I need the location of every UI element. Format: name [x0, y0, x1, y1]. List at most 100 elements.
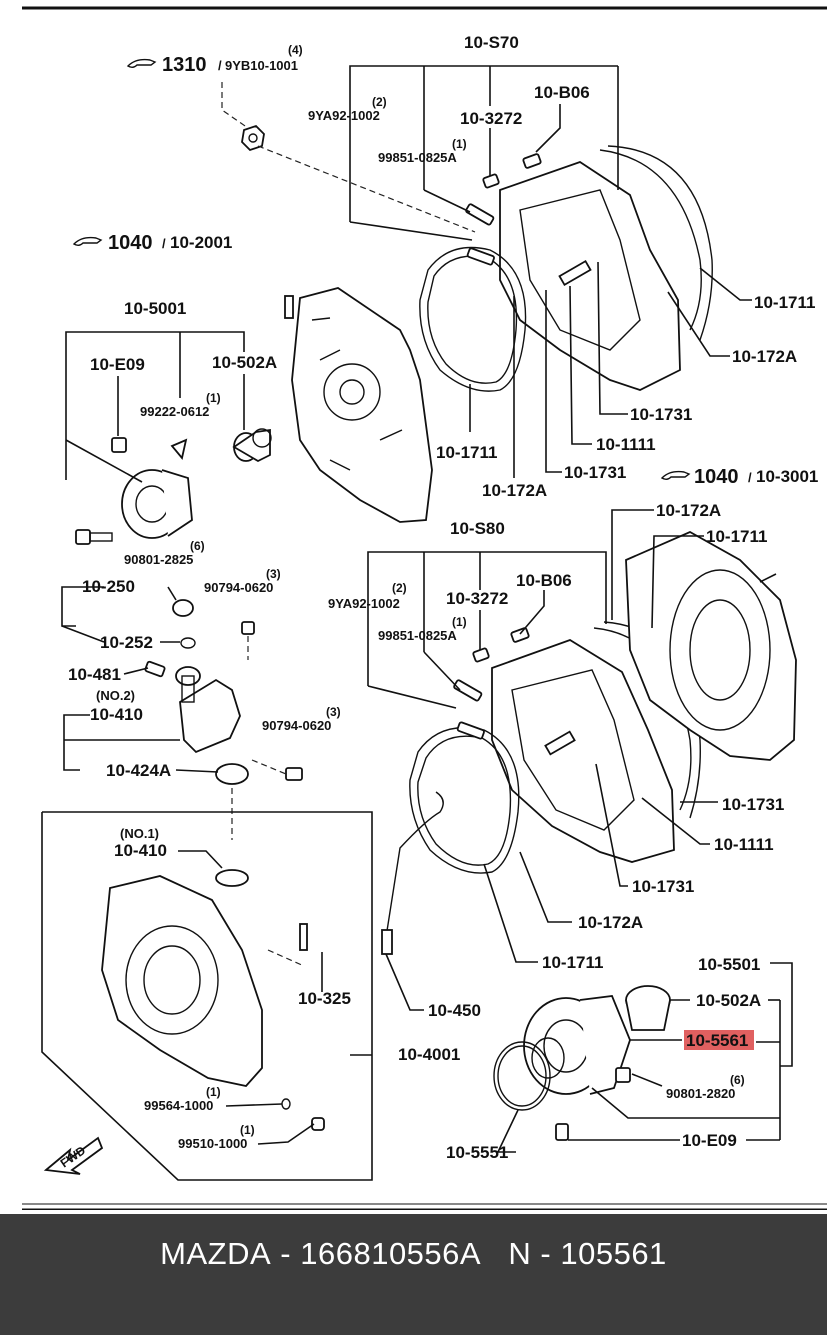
label-10-172a[interactable]: 10-172A — [656, 501, 721, 520]
label-99564-1000[interactable]: 99564-1000 — [144, 1098, 213, 1113]
svg-text:/: / — [218, 58, 222, 73]
label-10-1711[interactable]: 10-1711 — [436, 443, 497, 462]
label-10-5001[interactable]: 10-5001 — [124, 299, 186, 318]
label-no2: (NO.2) — [96, 688, 135, 703]
label-10-1731[interactable]: 10-1731 — [630, 405, 692, 424]
label-10-172a[interactable]: 10-172A — [482, 481, 547, 500]
label-10-b06[interactable]: 10-B06 — [516, 571, 572, 590]
part-info-text: MAZDA - 166810556A N - 105561 — [160, 1236, 667, 1271]
label-9ya92-1002[interactable]: 9YA92-1002 — [308, 108, 380, 123]
label-10-s80[interactable]: 10-S80 — [450, 519, 505, 538]
rotor-housing-top — [499, 145, 713, 391]
label-10-1111[interactable]: 10-1111 — [714, 835, 774, 854]
label-10-481[interactable]: 10-481 — [68, 665, 121, 684]
label-10-1731[interactable]: 10-1731 — [632, 877, 694, 896]
label-10-b06[interactable]: 10-B06 — [534, 83, 590, 102]
label-10-502a[interactable]: 10-502A — [696, 991, 761, 1010]
ref-number: 1040 — [108, 232, 153, 254]
front-housing-bottom — [101, 869, 325, 1131]
label-10-s70[interactable]: 10-S70 — [464, 33, 519, 52]
label-10-1731[interactable]: 10-1731 — [564, 463, 626, 482]
qty-label: (1) — [452, 615, 467, 629]
label-10-e09[interactable]: 10-E09 — [682, 1131, 737, 1150]
label-10-172a[interactable]: 10-172A — [578, 913, 643, 932]
nut-part — [241, 124, 265, 152]
ref-code: 10-2001 — [170, 233, 232, 252]
label-10-250[interactable]: 10-250 — [82, 577, 135, 596]
label-10-3272[interactable]: 10-3272 — [446, 589, 508, 608]
label-10-5501[interactable]: 10-5501 — [698, 955, 760, 974]
parts-diagram: 1310 / 9YB10-1001 (4) 1040 / 10-2001 104… — [22, 6, 827, 1210]
label-10-5561-highlighted[interactable]: 10-5561 — [686, 1031, 748, 1050]
qty-label: (6) — [190, 539, 205, 553]
label-10-1711[interactable]: 10-1711 — [542, 953, 603, 972]
ref-number: 1040 — [694, 466, 739, 488]
qty-label: (1) — [452, 137, 467, 151]
label-10-1111[interactable]: 10-1111 — [596, 435, 656, 454]
front-housing-top — [284, 287, 433, 523]
part-labels: 10-S70 10-B06 10-3272 (2) 9YA92-1002 (1)… — [68, 33, 815, 1162]
ref-code: 9YB10-1001 — [225, 58, 298, 73]
label-99222-0612[interactable]: 99222-0612 — [140, 404, 209, 419]
label-10-410[interactable]: 10-410 — [90, 705, 143, 724]
label-10-4001[interactable]: 10-4001 — [398, 1045, 460, 1064]
dowels-top — [465, 153, 542, 266]
label-10-450[interactable]: 10-450 — [428, 1001, 481, 1020]
oil-pump-gear-top — [75, 437, 193, 545]
qty-label: (2) — [372, 95, 387, 109]
oil-strainer-pipe — [175, 666, 303, 840]
label-99851-0825a[interactable]: 99851-0825A — [378, 628, 457, 643]
hand-pointer-icon — [72, 236, 103, 246]
label-10-1711[interactable]: 10-1711 — [706, 527, 767, 546]
rear-housing — [625, 530, 797, 761]
svg-text:/: / — [162, 236, 166, 251]
ref-qty: (4) — [288, 43, 303, 57]
brand-name: MAZDA — [160, 1236, 272, 1271]
ref-number: N - 105561 — [508, 1236, 667, 1271]
label-90794-0620[interactable]: 90794-0620 — [262, 718, 331, 733]
label-90794-0620[interactable]: 90794-0620 — [204, 580, 273, 595]
label-10-1711[interactable]: 10-1711 — [754, 293, 815, 312]
seal-ring-bottom — [381, 726, 520, 955]
label-10-424a[interactable]: 10-424A — [106, 761, 171, 780]
part-info-footer: MAZDA - 166810556A N - 105561 — [0, 1214, 827, 1335]
small-plugs — [144, 599, 255, 678]
hand-pointer-icon — [126, 58, 157, 68]
label-90801-2820[interactable]: 90801-2820 — [666, 1086, 735, 1101]
ref-code: 10-3001 — [756, 467, 818, 486]
label-10-e09[interactable]: 10-E09 — [90, 355, 145, 374]
qty-label: (2) — [392, 581, 407, 595]
group-box-4001 — [41, 811, 373, 1181]
qty-label: (3) — [266, 567, 281, 581]
oil-pump-gear-bottom — [493, 985, 671, 1141]
label-10-325[interactable]: 10-325 — [298, 989, 351, 1008]
highlight-box — [684, 1030, 754, 1050]
qty-label: (1) — [206, 1085, 221, 1099]
fwd-arrow-icon — [43, 1136, 104, 1175]
ref-1040-rear[interactable]: 1040 / 10-3001 — [660, 466, 818, 488]
part-number: 166810556A — [300, 1236, 482, 1271]
qty-label: (6) — [730, 1073, 745, 1087]
label-10-502a[interactable]: 10-502A — [212, 353, 277, 372]
leader-dash — [221, 82, 249, 129]
label-10-172a[interactable]: 10-172A — [732, 347, 797, 366]
bearing-502a-top — [232, 428, 272, 463]
label-10-252[interactable]: 10-252 — [100, 633, 153, 652]
label-99851-0825a[interactable]: 99851-0825A — [378, 150, 457, 165]
leader-lines — [61, 65, 793, 1153]
label-90801-2825[interactable]: 90801-2825 — [124, 552, 193, 567]
leader-dash — [257, 145, 476, 233]
qty-label: (1) — [206, 391, 221, 405]
ref-number: 1310 — [162, 54, 207, 76]
label-10-410[interactable]: 10-410 — [114, 841, 167, 860]
label-10-5551[interactable]: 10-5551 — [446, 1143, 508, 1162]
ref-1310[interactable]: 1310 / 9YB10-1001 (4) — [126, 43, 303, 76]
label-10-1731[interactable]: 10-1731 — [722, 795, 784, 814]
hand-pointer-icon — [660, 470, 691, 480]
qty-label: (3) — [326, 705, 341, 719]
ref-1040-front[interactable]: 1040 / 10-2001 — [72, 232, 232, 254]
qty-label: (1) — [240, 1123, 255, 1137]
label-10-3272[interactable]: 10-3272 — [460, 109, 522, 128]
label-9ya92-1002[interactable]: 9YA92-1002 — [328, 596, 400, 611]
label-99510-1000[interactable]: 99510-1000 — [178, 1136, 247, 1151]
